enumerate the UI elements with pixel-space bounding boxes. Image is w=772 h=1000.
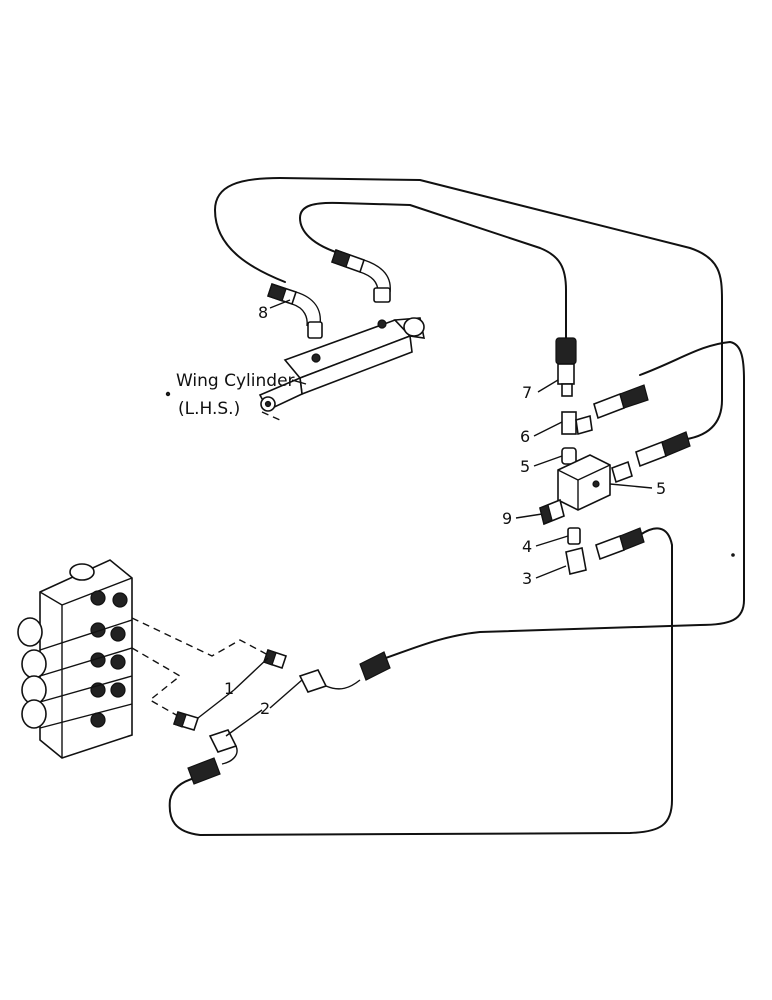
speck [731, 553, 735, 557]
callout-1: 1 [224, 679, 234, 698]
callout-2: 2 [260, 699, 270, 718]
callout-9: 9 [502, 509, 512, 528]
coupling-upper-right [593, 384, 649, 420]
fitting-7 [555, 337, 577, 397]
coupling-lower-right [595, 527, 645, 561]
wing-cylinder [258, 317, 426, 421]
callout-6: 6 [520, 427, 530, 446]
callout-5-right: 5 [656, 479, 666, 498]
caption-line-2: (L.H.S.) [178, 399, 240, 419]
callout-8: 8 [258, 303, 268, 322]
fitting-1-upper [262, 648, 288, 670]
callout-4: 4 [522, 537, 532, 556]
dashed-connections [131, 617, 271, 721]
callout-7: 7 [522, 383, 532, 402]
hose-end-upper-cylinder [330, 248, 391, 303]
leader-lines [197, 299, 653, 737]
callout-3: 3 [522, 569, 532, 588]
fitting-5-side [611, 460, 633, 484]
fitting-2-lower [187, 729, 238, 785]
control-valve-bank [17, 559, 133, 759]
fitting-6 [561, 411, 593, 436]
caption-bullet [165, 391, 171, 397]
caption-line-1: Wing Cylinder [176, 371, 295, 391]
hose-lines [168, 177, 745, 836]
fitting-5-top [561, 447, 577, 465]
fitting-3 [565, 547, 587, 575]
fitting-4 [567, 527, 581, 545]
coupling-middle-right [635, 431, 691, 468]
fitting-1-lower [172, 711, 200, 731]
fitting-9 [539, 498, 565, 526]
hose-end-fitting-8 [266, 282, 323, 339]
fitting-2-upper [298, 651, 391, 693]
callout-5-left: 5 [520, 457, 530, 476]
